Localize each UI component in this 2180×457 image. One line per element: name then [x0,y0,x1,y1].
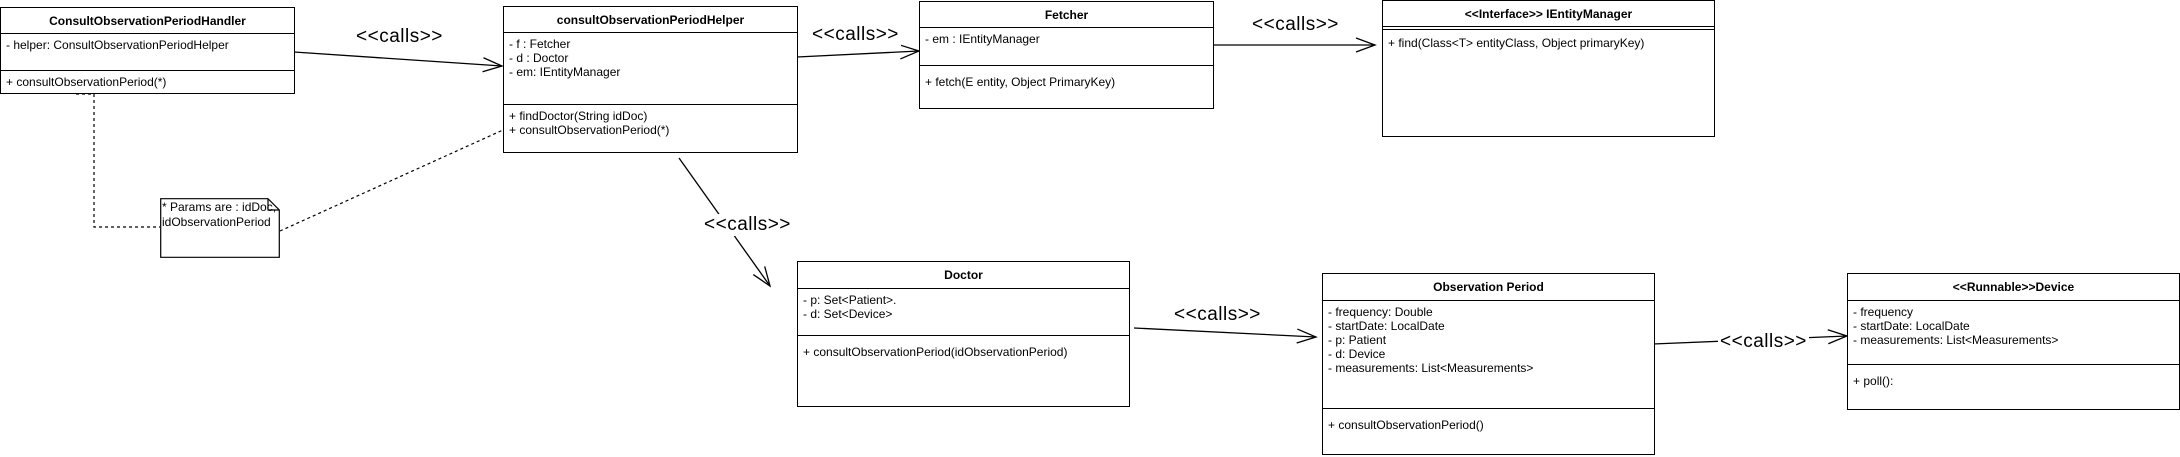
member-line: idObservationPeriod [162,215,271,229]
class-methods: + consultObservationPeriod(*) [1,71,294,93]
class-methods: + fetch(E entity, Object PrimaryKey) [920,66,1213,93]
class-attributes: - frequency- startDate: LocalDate- measu… [1848,301,2179,365]
member-line: - helper: ConsultObservationPeriodHelper [6,38,229,52]
calls-label-observation-period-device: <<calls>> [1718,331,1809,353]
class-methods: + poll(): [1848,365,2179,392]
class-name: <<Interface>> IEntityManager [1383,1,1714,30]
class-name: Fetcher [920,2,1213,28]
class-name: consultObservationPeriodHelper [504,7,797,33]
arrow-helper-to-fetcher [796,44,921,60]
class-methods: + consultObservationPeriod(idObservation… [798,336,1129,363]
member-line: - d : Doctor [509,51,569,65]
member-line: - frequency [1853,305,1914,319]
class-attributes: - helper: ConsultObservationPeriodHelper [1,34,294,71]
class-name: <<Runnable>>Device [1848,274,2179,301]
class-methods: + findDoctor(String idDoc)+ consultObser… [504,105,797,141]
member-line: - startDate: LocalDate [1853,319,1970,333]
member-line: - d: Set<Device> [803,307,893,321]
class-ientity-manager[interactable]: <<Interface>> IEntityManager + find(Clas… [1382,0,1715,137]
note-link-helper [279,129,504,232]
arrow-handler-to-helper [293,51,504,73]
note-link-handler [76,93,160,228]
class-methods: + consultObservationPeriod() [1323,409,1654,436]
class-name: ConsultObservationPeriodHandler [1,8,294,34]
calls-label-fetcher-entity-manager: <<calls>> [1250,14,1341,36]
arrow-doctor-to-observation-period [1133,327,1318,344]
member-line: + fetch(E entity, Object PrimaryKey) [925,75,1116,89]
member-line: - em : IEntityManager [925,32,1040,46]
member-line: - measurements: List<Measurements> [1328,361,1534,375]
class-attributes: - frequency: Double- startDate: LocalDat… [1323,301,1654,409]
member-line: + find(Class<T> entityClass, Object prim… [1388,36,1645,50]
params-note[interactable]: * Params are : idDoc,idObservationPeriod [160,198,280,258]
note-shape [160,198,280,258]
member-line: - frequency: Double [1328,305,1433,319]
member-line: - f : Fetcher [509,37,571,51]
class-name: Observation Period [1323,274,1654,301]
class-device[interactable]: <<Runnable>>Device - frequency- startDat… [1847,273,2180,410]
class-consult-observation-period-helper[interactable]: consultObservationPeriodHelper - f : Fet… [503,6,798,153]
calls-label-helper-fetcher: <<calls>> [810,24,901,46]
member-line: - measurements: List<Measurements> [1853,333,2059,347]
member-line: + consultObservationPeriod() [1328,418,1484,432]
class-name: Doctor [798,262,1129,289]
member-line: + consultObservationPeriod(idObservation… [803,345,1068,359]
class-attributes: - f : Fetcher- d : Doctor- em: IEntityMa… [504,33,797,105]
class-methods: + find(Class<T> entityClass, Object prim… [1383,30,1714,54]
member-line: - p: Set<Patient>. [803,293,897,307]
member-line: + consultObservationPeriod(*) [6,75,167,89]
note-text: * Params are : idDoc,idObservationPeriod [162,200,276,230]
member-line: + poll(): [1853,374,1894,388]
calls-label-doctor-observation-period: <<calls>> [1172,304,1263,326]
member-line: - startDate: LocalDate [1328,319,1445,333]
class-doctor[interactable]: Doctor - p: Set<Patient>.- d: Set<Device… [797,261,1130,407]
member-line: - em: IEntityManager [509,65,621,79]
class-attributes: - em : IEntityManager [920,28,1213,66]
calls-label-helper-doctor: <<calls>> [702,214,793,236]
class-consult-observation-period-handler[interactable]: ConsultObservationPeriodHandler - helper… [0,7,295,94]
member-line: * Params are : idDoc, [162,200,276,214]
class-fetcher[interactable]: Fetcher - em : IEntityManager + fetch(E … [919,1,1214,109]
member-line: - d: Device [1328,347,1386,361]
class-observation-period[interactable]: Observation Period - frequency: Double- … [1322,273,1655,455]
member-line: - p: Patient [1328,333,1387,347]
member-line: + consultObservationPeriod(*) [509,123,670,137]
member-line: + findDoctor(String idDoc) [509,109,648,123]
class-attributes: - p: Set<Patient>.- d: Set<Device> [798,289,1129,336]
calls-label-handler-helper: <<calls>> [354,26,445,48]
